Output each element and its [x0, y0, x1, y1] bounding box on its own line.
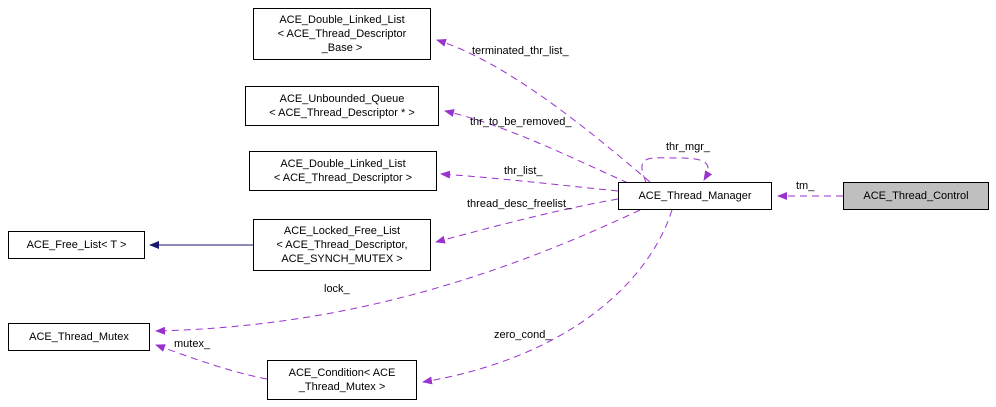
node-label-line: ACE_Thread_Mutex — [29, 331, 129, 343]
edge-label-thr-mgr: thr_mgr_ — [666, 141, 711, 153]
node-ace-locked-free-list[interactable]: ACE_Locked_Free_List < ACE_Thread_Descri… — [253, 219, 431, 271]
node-label-line: < ACE_Thread_Descriptor > — [273, 172, 413, 184]
node-label-line: ACE_SYNCH_MUTEX > — [281, 253, 403, 265]
node-label-line: ACE_Unbounded_Queue — [279, 93, 405, 105]
edge-mutex — [155, 344, 268, 380]
node-label-line: ACE_Thread_Control — [863, 190, 969, 202]
node-ace-condition[interactable]: ACE_Condition< ACE _Thread_Mutex > — [267, 360, 417, 400]
edge-label-terminated-thr-list: terminated_thr_list_ — [472, 45, 569, 57]
node-label-line: ACE_Condition< ACE — [288, 367, 396, 379]
edge-thr-to-be-removed — [444, 109, 629, 184]
edge-thr-mgr-self-loop — [641, 157, 713, 183]
node-ace-thread-manager[interactable]: ACE_Thread_Manager — [618, 182, 772, 210]
edge-label-mutex: mutex_ — [174, 338, 211, 350]
node-ace-thread-control[interactable]: ACE_Thread_Control — [843, 182, 989, 210]
edge-thr-list — [440, 170, 619, 192]
edge-label-thread-desc-freelist: thread_desc_freelist_ — [467, 198, 573, 210]
node-label-line: ACE_Double_Linked_List — [279, 14, 405, 26]
node-label-line: < ACE_Thread_Descriptor * > — [269, 107, 415, 119]
node-ace-double-linked-list-descriptor[interactable]: ACE_Double_Linked_List < ACE_Thread_Desc… — [249, 151, 437, 191]
node-label-line: ACE_Double_Linked_List — [280, 158, 406, 170]
edge-terminated-thr-list — [436, 38, 651, 183]
node-label-line: ACE_Locked_Free_List — [283, 225, 401, 237]
edge-lock — [155, 209, 641, 335]
node-label-line: _Thread_Mutex > — [298, 381, 386, 393]
node-ace-free-list[interactable]: ACE_Free_List< T > — [8, 231, 145, 259]
edge-label-thr-list: thr_list_ — [504, 165, 543, 177]
node-label-line: ACE_Free_List< T > — [26, 239, 127, 251]
edge-label-tm: tm_ — [796, 180, 815, 192]
node-label-line: ACE_Thread_Manager — [638, 190, 752, 202]
node-ace-thread-mutex[interactable]: ACE_Thread_Mutex — [8, 323, 150, 351]
edge-zero-cond — [422, 209, 673, 385]
edge-label-lock: lock_ — [324, 283, 350, 295]
node-label-line: < ACE_Thread_Descriptor — [277, 28, 407, 40]
node-label-line: < ACE_Thread_Descriptor, — [276, 239, 408, 251]
node-label-line: _Base > — [321, 42, 363, 54]
edge-label-zero-cond: zero_cond_ — [494, 329, 552, 341]
edge-label-thr-to-be-removed: thr_to_be_removed_ — [470, 116, 572, 128]
node-ace-double-linked-list-descriptor-base[interactable]: ACE_Double_Linked_List < ACE_Thread_Desc… — [253, 8, 431, 60]
node-ace-unbounded-queue[interactable]: ACE_Unbounded_Queue < ACE_Thread_Descrip… — [245, 86, 439, 126]
